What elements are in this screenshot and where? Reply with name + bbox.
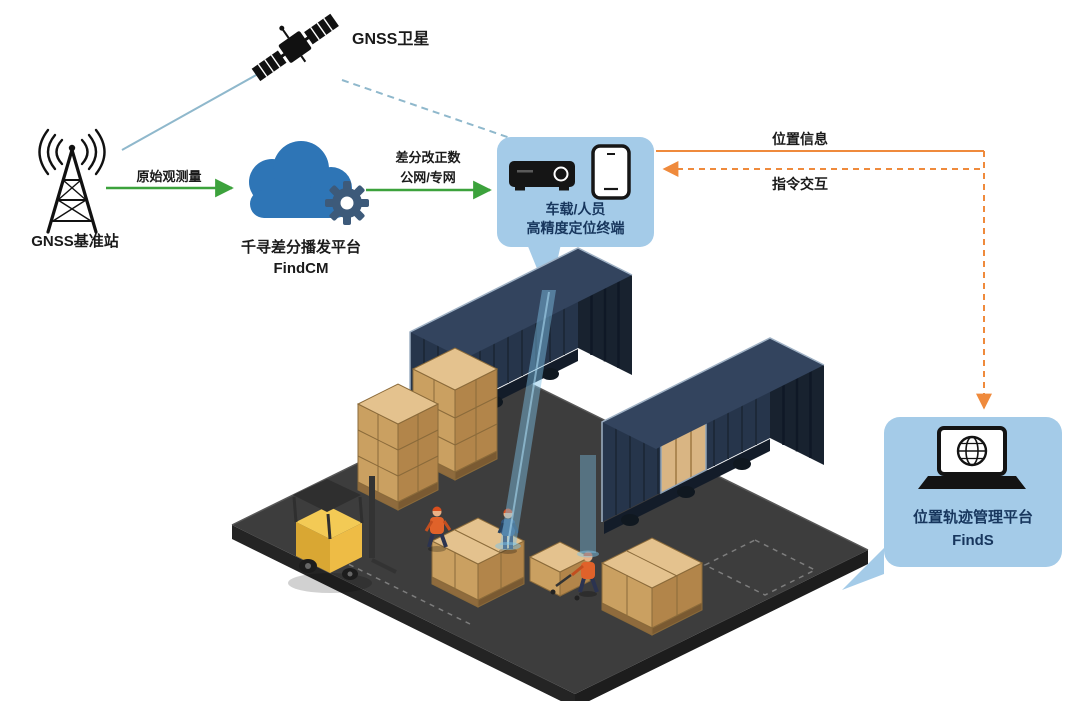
command-interaction-label: 指令交互 [772,176,828,192]
pallet-jack [550,573,580,601]
positioning-beam-2 [577,455,599,558]
warehouse-scene [231,247,869,701]
cloud-platform-name: 千寻差分播发平台 [240,239,361,256]
globe-icon [956,435,988,467]
cloud-platform-product: FindCM [273,260,329,277]
smartphone-icon [591,144,631,200]
worker-1 [424,506,452,552]
corrections-label-line2: 公网/专网 [400,170,456,185]
satellite-to-base-link [121,73,259,151]
raw-observation-label: 原始观测量 [136,169,202,184]
position-info-label: 位置信息 [772,131,828,147]
pallet-boxes-2 [600,537,704,636]
satellite-to-terminal-link [341,79,517,141]
gnss-satellite-icon [251,13,339,82]
base-station-label: GNSS基准站 [31,233,119,250]
gear-icon [325,181,369,225]
container-2 [601,337,825,534]
management-platform-name: 位置轨迹管理平台 [912,509,1033,526]
terminal-label-line1: 车载/人员 [545,201,606,217]
positioning-beam-1 [495,290,556,550]
forklift [288,476,397,593]
terminal-label-line2: 高精度定位终端 [526,220,625,236]
worker-2 [497,508,520,554]
radio-tower-icon [38,128,106,234]
vehicle-terminal-icon [509,161,575,191]
management-platform-bubble [842,417,1062,590]
laptop-globe-icon [918,426,1026,489]
management-platform-product: FindS [952,532,994,549]
corrections-label-line1: 差分改正数 [395,150,461,165]
lane-markings [339,539,817,625]
pallet-boxes-1 [430,517,526,608]
satellite-label: GNSS卫星 [352,31,430,48]
